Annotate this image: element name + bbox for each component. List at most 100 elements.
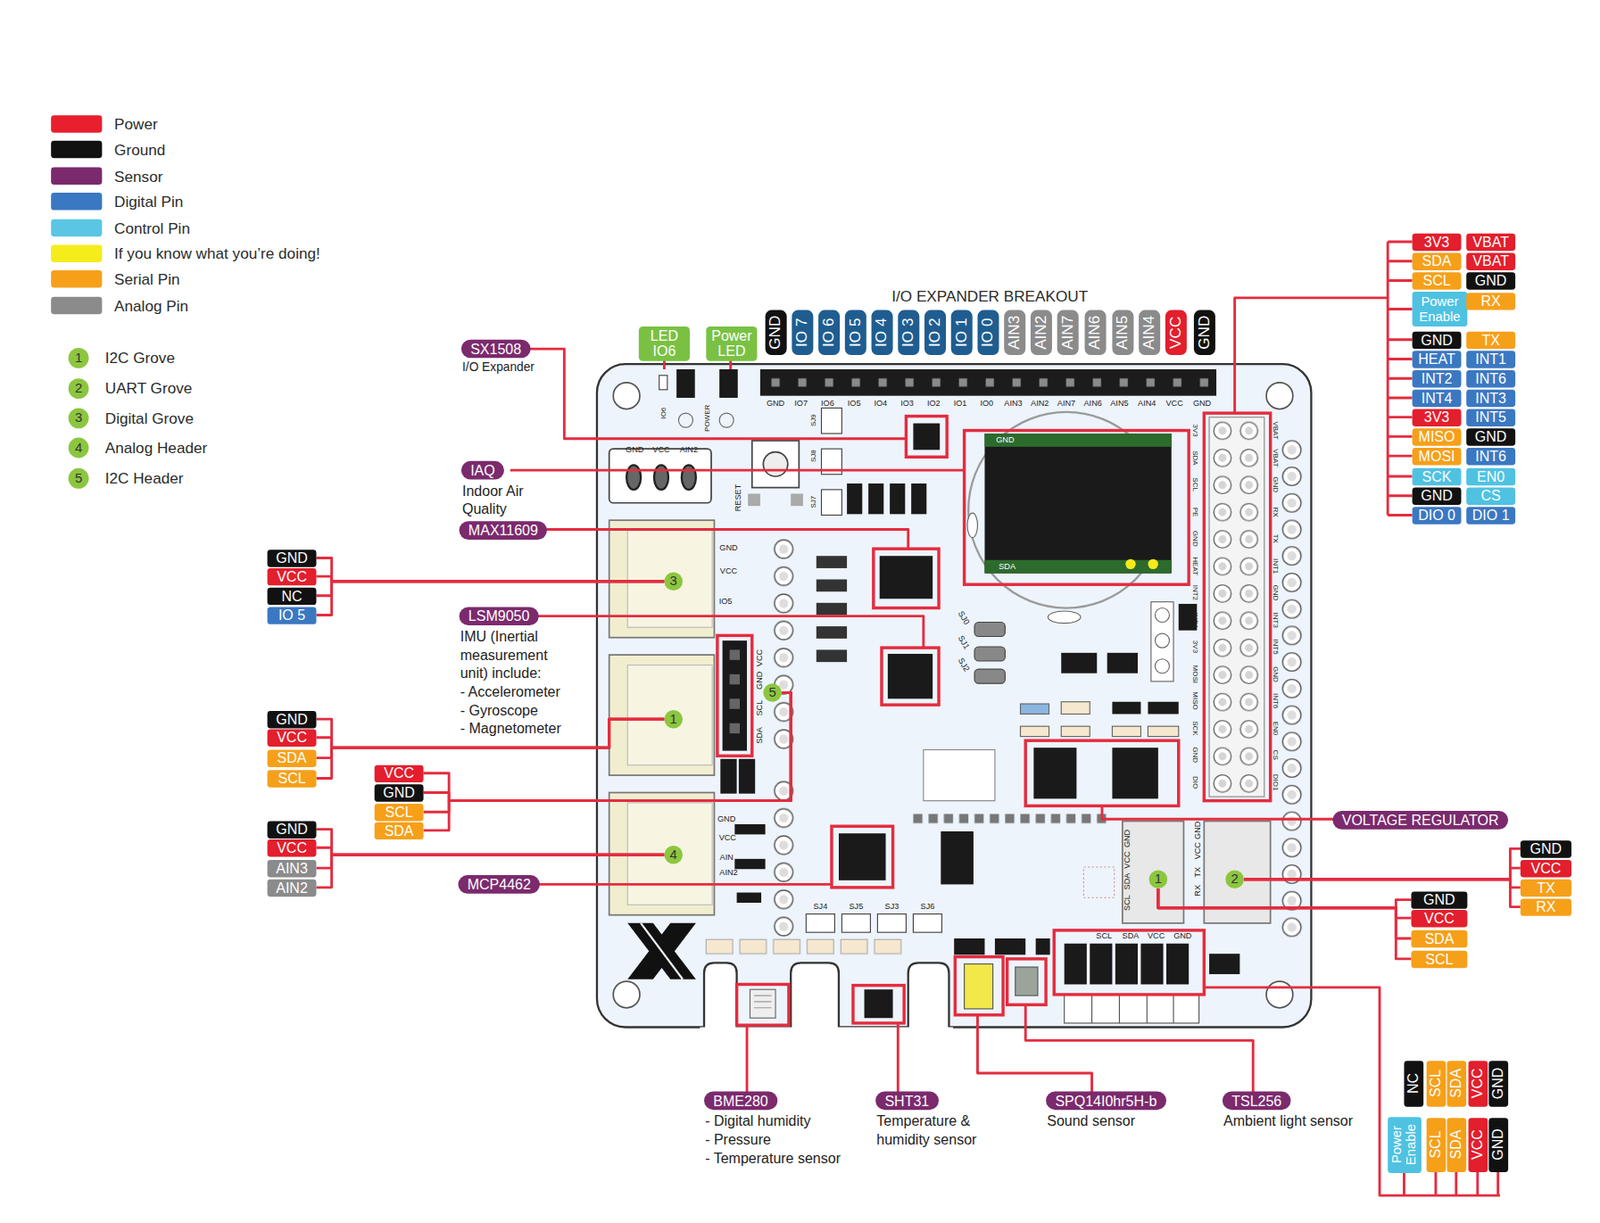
key-number-circle: 5I2C Header (68, 468, 90, 490)
pin-label: GND (1466, 272, 1516, 290)
wire-connector (423, 692, 792, 801)
header-pin-label: IO 1 (950, 310, 972, 356)
silkscreen-label: 3V3 (1192, 640, 1200, 654)
pin-label: INT1 (1466, 350, 1516, 368)
node-label: 3 (68, 407, 90, 429)
node-label: SDA (1448, 1069, 1465, 1099)
silkscreen-label: SJ4 (812, 903, 828, 912)
rotated-text-block: AIN5 (1113, 315, 1131, 350)
node-label: IO 5 (846, 318, 864, 348)
silkscreen-label: DIO (1192, 775, 1200, 788)
wire-connector (1158, 888, 1412, 960)
key-number-circle: 4Analog Header (68, 438, 90, 459)
rotated-text-block: IO 7 (793, 318, 811, 348)
node-label: VCC (1469, 1068, 1486, 1099)
node-label: AIN3 (1005, 315, 1023, 350)
pin-label-vertical: NC (1403, 1061, 1424, 1107)
node-label: IO 1 (953, 318, 970, 348)
connector-number-circle: 1 (1149, 870, 1169, 889)
description-text: Analog Header (105, 439, 208, 458)
silkscreen-label: GND (995, 436, 1014, 445)
silkscreen-label: SCL (1123, 895, 1132, 912)
node-label: SHT31 (884, 1093, 929, 1110)
silkscreen-label: MISO (1192, 691, 1200, 710)
node-label: 3V3 (1424, 233, 1450, 249)
node-label: 5 (68, 468, 90, 490)
header-pin-label: AIN7 (1056, 310, 1078, 356)
silkscreen-label: IO7 (794, 399, 808, 408)
legend-swatch (50, 218, 102, 236)
pin-label: SDA (374, 821, 424, 839)
silkscreen-label: IO6 (659, 407, 667, 420)
node-label: VCC (383, 765, 415, 781)
silkscreen-label: AIN4 (1137, 399, 1156, 408)
pin-label-vertical: SDA (1446, 1118, 1467, 1173)
description-text: - Magnetometer (460, 719, 575, 738)
header-pin-label: IO 6 (818, 310, 840, 356)
pin-label: VBAT (1466, 252, 1516, 270)
node-label: Power LED (709, 328, 755, 359)
silkscreen-label: VCC (719, 834, 737, 843)
description-text: I2C Grove (105, 348, 175, 368)
silkscreen-label: SCK (1192, 721, 1200, 736)
pin-label: SCK (1412, 467, 1462, 485)
silkscreen-label: AIN (720, 853, 734, 863)
pin-label: INT6 (1466, 447, 1516, 465)
chip-callout: SHT31Temperature & humidity sensor (875, 1092, 938, 1111)
pin-label: GND (374, 784, 424, 802)
silkscreen-label: GND (1271, 665, 1279, 682)
header-pin-label: AIN4 (1138, 310, 1161, 356)
node-label: MCP4462 (467, 876, 531, 893)
node-label: HEAT (1417, 351, 1456, 367)
silkscreen-label: GND (766, 399, 785, 408)
silkscreen-label: DIO1 (1271, 773, 1279, 791)
rotated-text-block: IO 3 (899, 318, 917, 348)
silkscreen-label: SDA (1192, 450, 1200, 465)
description-text: UART Grove (105, 379, 193, 398)
node-label: IAQ (470, 462, 496, 479)
silkscreen-label: GND (1123, 829, 1132, 848)
node-label: 1 (68, 348, 90, 369)
pin-label: GND (1410, 891, 1468, 909)
silkscreen-label: RX (1271, 506, 1279, 517)
node-label: IO 7 (793, 318, 811, 348)
pin-label-vertical: VCC (1467, 1118, 1488, 1173)
node-label: 2 (1225, 870, 1244, 889)
legend-swatch (50, 244, 102, 262)
wire-connector (315, 719, 664, 748)
silkscreen-label: AIN2 (1030, 399, 1049, 408)
silkscreen-label: INT1 (1271, 557, 1279, 573)
pin-label: TX (1466, 331, 1516, 349)
silkscreen-label: IO0 (979, 399, 994, 408)
rotated-text-block: AIN7 (1059, 315, 1077, 350)
node-label: AIN3 (275, 861, 308, 877)
node-label: IO 4 (873, 318, 891, 348)
rotated-text-block: IO 2 (926, 318, 944, 348)
pin-label: 3V3 (1412, 408, 1462, 426)
node-label: AIN6 (1086, 315, 1104, 350)
node-label: NC (1405, 1073, 1422, 1095)
node-label: AIN2 (1032, 315, 1050, 350)
node-label: GND (1423, 892, 1456, 908)
node-label: DIO 0 (1417, 507, 1456, 523)
connector-number-circle: 2 (1225, 870, 1244, 889)
silkscreen-label: HEAT (1192, 556, 1200, 576)
silkscreen-label: GND (755, 671, 764, 690)
node-label: SDA (1422, 253, 1452, 269)
description-text: IMU (Inertial measurement unit) include: (460, 627, 575, 683)
silkscreen-label: VBAT (1271, 421, 1279, 440)
pin-label: IO 5 (267, 606, 317, 624)
node-label: SDA (1424, 930, 1454, 946)
silkscreen-label: INT4 (1192, 612, 1200, 628)
silkscreen-label: INT6 (1271, 693, 1279, 709)
chip-callout: MCP4462 (457, 875, 540, 895)
node-label: 1 (1149, 870, 1169, 889)
silkscreen-label: VBAT (1271, 448, 1279, 467)
pin-label: GND (1412, 331, 1462, 349)
header-pin-label: IO 2 (923, 310, 946, 356)
key-number-circle: 1I2C Grove (68, 348, 90, 369)
wire-connector (315, 719, 664, 748)
description-text: - Temperature sensor (704, 1149, 879, 1169)
callout-description: IMU (Inertial measurement unit) include:… (460, 627, 575, 738)
